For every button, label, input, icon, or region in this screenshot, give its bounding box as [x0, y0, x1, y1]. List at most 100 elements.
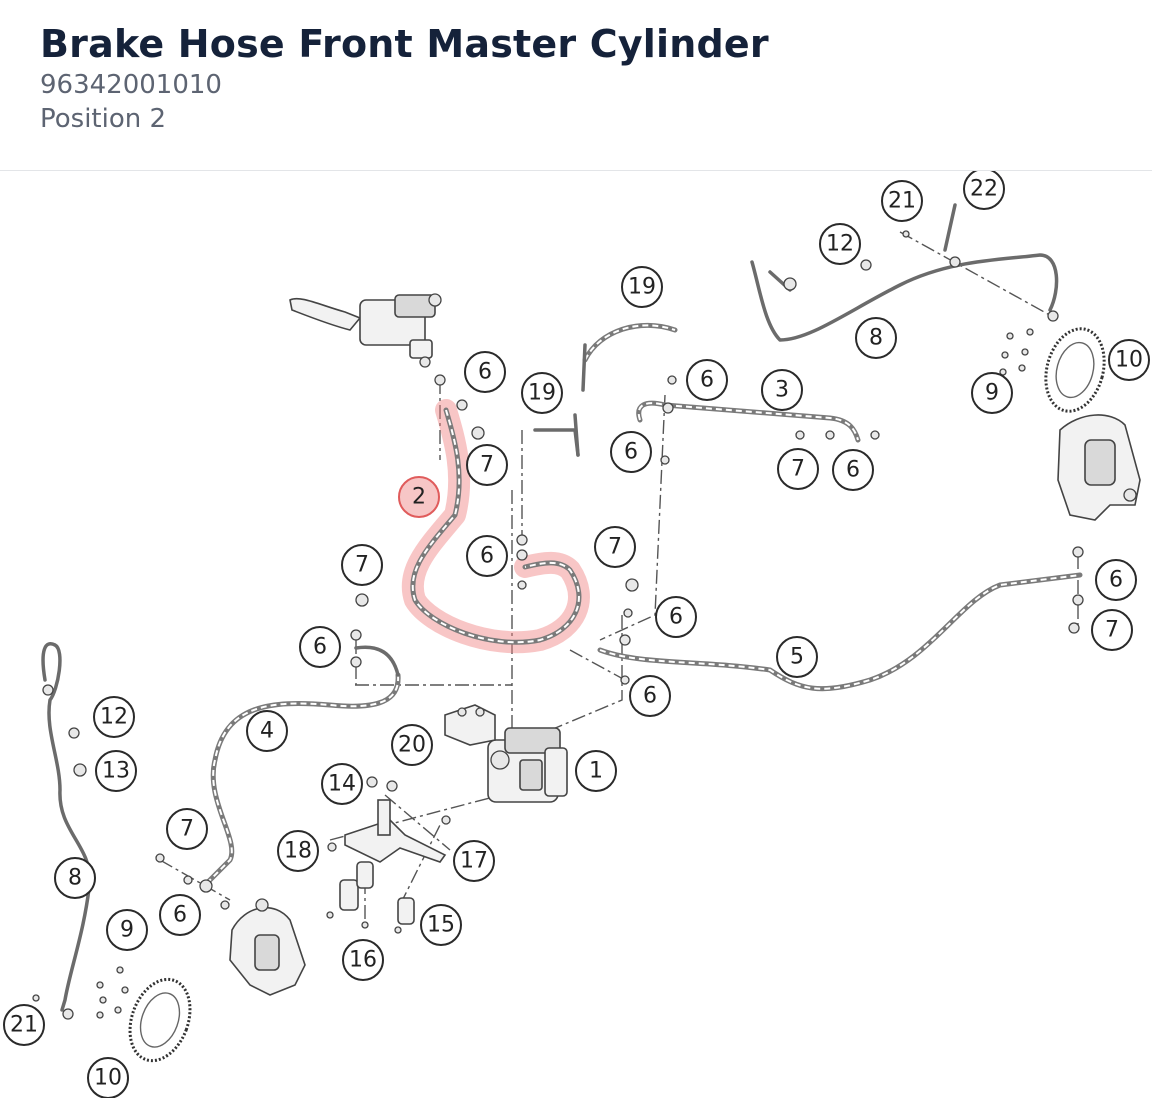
callout-label: 7	[608, 535, 622, 560]
relay-part-20	[444, 704, 496, 746]
callout-7[interactable]: 7	[1091, 609, 1133, 651]
callout-label: 6	[173, 903, 187, 928]
callout-label: 7	[480, 453, 494, 478]
callout-6[interactable]: 6	[610, 431, 652, 473]
callout-7[interactable]: 7	[777, 448, 819, 490]
callout-10[interactable]: 10	[87, 1057, 129, 1098]
callout-label: 15	[427, 913, 455, 938]
callout-1[interactable]: 1	[575, 750, 617, 792]
page-title: Brake Hose Front Master Cylinder	[40, 22, 769, 66]
callout-label: 6	[643, 684, 657, 709]
callout-label: 12	[826, 232, 854, 257]
callout-label: 17	[460, 849, 488, 874]
abs-ring-front	[96, 966, 192, 1063]
callout-label: 8	[68, 866, 82, 891]
callout-12[interactable]: 12	[93, 696, 135, 738]
callout-6[interactable]: 6	[464, 351, 506, 393]
callout-label: 6	[846, 458, 860, 483]
callout-8[interactable]: 8	[54, 857, 96, 899]
page-header: Brake Hose Front Master Cylinder 9634200…	[0, 0, 1152, 171]
callout-label: 7	[355, 553, 369, 578]
callout-label: 6	[624, 440, 638, 465]
callout-label: 12	[100, 705, 128, 730]
callout-label: 6	[313, 635, 327, 660]
rear-caliper	[1057, 414, 1141, 634]
callout-7[interactable]: 7	[166, 808, 208, 850]
callout-label: 10	[1115, 348, 1143, 373]
callout-19[interactable]: 19	[621, 266, 663, 308]
callout-20[interactable]: 20	[391, 724, 433, 766]
callout-4[interactable]: 4	[246, 710, 288, 752]
callout-8[interactable]: 8	[855, 317, 897, 359]
front-caliper	[229, 898, 306, 996]
callout-label: 5	[790, 645, 804, 670]
callout-21[interactable]: 21	[881, 180, 923, 222]
diagram-canvas: 2 6 7 19 19 6 3 6 7 6 21 22 12 8 10 9 6 …	[3, 171, 1150, 1098]
callout-9[interactable]: 9	[971, 372, 1013, 414]
callout-label: 19	[628, 275, 656, 300]
callout-label: 4	[260, 719, 274, 744]
callout-18[interactable]: 18	[277, 830, 319, 872]
callout-7[interactable]: 7	[466, 444, 508, 486]
callout-label: 6	[669, 605, 683, 630]
callout-7[interactable]: 7	[594, 526, 636, 568]
callout-15[interactable]: 15	[420, 904, 462, 946]
part-number: 96342001010	[40, 70, 222, 100]
callout-3[interactable]: 3	[761, 369, 803, 411]
callout-22[interactable]: 22	[963, 171, 1005, 210]
callout-label: 13	[102, 759, 130, 784]
callout-6[interactable]: 6	[832, 449, 874, 491]
callout-label: 7	[180, 817, 194, 842]
master-cylinder	[289, 293, 442, 368]
callout-21[interactable]: 21	[3, 1004, 45, 1046]
callout-19[interactable]: 19	[521, 372, 563, 414]
callout-label: 9	[985, 381, 999, 406]
small-fittings	[32, 203, 1059, 1020]
callout-label: 22	[970, 177, 998, 202]
callout-label: 21	[10, 1013, 38, 1038]
callout-14[interactable]: 14	[321, 763, 363, 805]
callout-label: 20	[398, 733, 426, 758]
callout-10[interactable]: 10	[1108, 339, 1150, 381]
callout-label: 6	[1109, 568, 1123, 593]
abs-unit	[487, 727, 568, 803]
callout-label: 14	[328, 772, 356, 797]
callout-label: 1	[589, 759, 603, 784]
callout-6[interactable]: 6	[466, 535, 508, 577]
brake-lines	[41, 253, 1083, 1012]
callout-6[interactable]: 6	[655, 596, 697, 638]
callout-label: 10	[94, 1066, 122, 1091]
brake-hose-highlighted[interactable]	[401, 399, 590, 654]
callout-label: 3	[775, 378, 789, 403]
callout-6[interactable]: 6	[159, 894, 201, 936]
callout-label: 7	[1105, 618, 1119, 643]
callout-label: 7	[791, 457, 805, 482]
callout-label: 6	[478, 360, 492, 385]
callout-6[interactable]: 6	[629, 675, 671, 717]
callout-label: 8	[869, 326, 883, 351]
callout-label: 18	[284, 839, 312, 864]
callout-label: 19	[528, 381, 556, 406]
callout-17[interactable]: 17	[453, 840, 495, 882]
callout-12[interactable]: 12	[819, 223, 861, 265]
callout-9[interactable]: 9	[106, 909, 148, 951]
abs-ring-rear	[999, 327, 1106, 413]
callout-label: 6	[480, 544, 494, 569]
assembly-lines	[159, 231, 1079, 925]
abs-bracket	[326, 776, 451, 934]
callout-16[interactable]: 16	[342, 939, 384, 981]
callout-5[interactable]: 5	[776, 636, 818, 678]
callout-6[interactable]: 6	[299, 626, 341, 668]
callout-6[interactable]: 6	[686, 359, 728, 401]
callout-label: 16	[349, 948, 377, 973]
callout-label: 2	[412, 485, 426, 510]
callout-6[interactable]: 6	[1095, 559, 1137, 601]
position-label: Position 2	[40, 104, 167, 134]
callout-label: 9	[120, 918, 134, 943]
exploded-parts-diagram: 2 6 7 19 19 6 3 6 7 6 21 22 12 8 10 9 6 …	[0, 171, 1152, 1098]
callout-2[interactable]: 2	[398, 476, 440, 518]
callout-label: 6	[700, 368, 714, 393]
callout-label: 21	[888, 189, 916, 214]
callout-13[interactable]: 13	[95, 750, 137, 792]
callout-7[interactable]: 7	[341, 544, 383, 586]
